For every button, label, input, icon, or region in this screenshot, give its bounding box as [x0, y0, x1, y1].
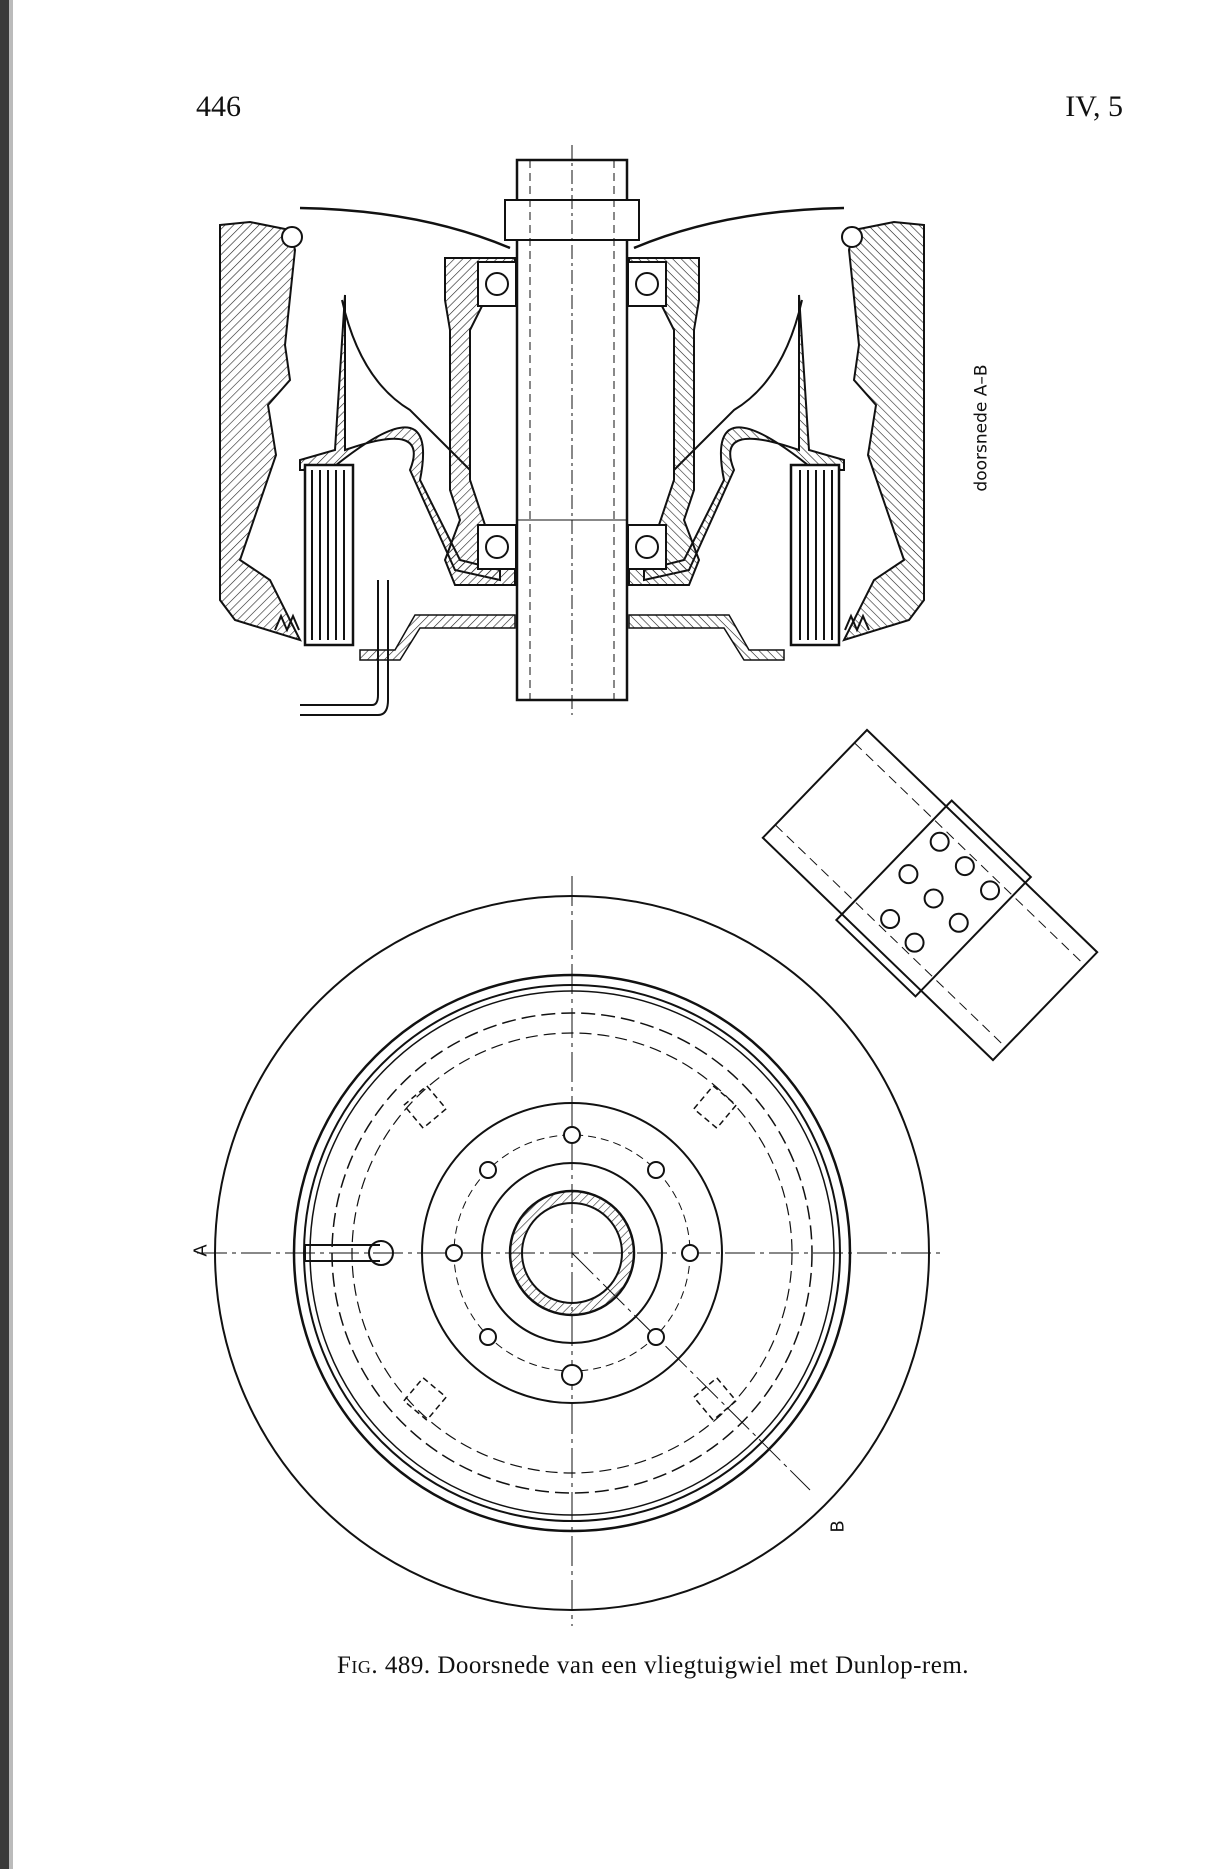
- cross-section-view: [218, 145, 926, 716]
- section-marker: IV, 5: [1065, 90, 1123, 123]
- marker-b: B: [827, 1520, 849, 1533]
- brake-block-detail: [761, 728, 1099, 1062]
- scan-edge: [0, 0, 9, 1869]
- front-view: [197, 876, 941, 1626]
- figure-caption-text: Doorsnede van een vliegtuigwiel met Dunl…: [437, 1652, 970, 1679]
- page-number: 446: [196, 90, 241, 123]
- figure-caption: Fig. 489. Doorsnede van een vliegtuigwie…: [0, 1652, 1226, 1680]
- scan-edge-shadow: [9, 0, 13, 1869]
- section-label: doorsnede A–B: [971, 364, 992, 492]
- marker-a: A: [190, 1244, 212, 1257]
- figure-number: 489.: [384, 1652, 431, 1679]
- figure-label-prefix: Fig.: [336, 1652, 379, 1679]
